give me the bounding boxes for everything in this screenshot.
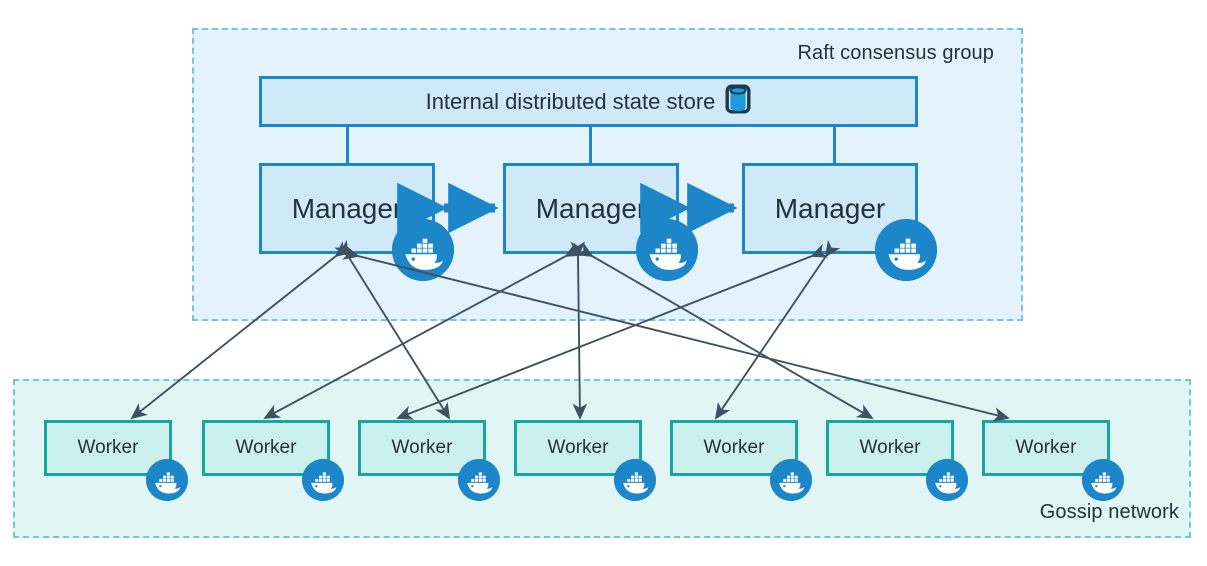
internal-state-store-box[interactable]: Internal distributed state store	[259, 76, 918, 127]
docker-whale-icon-worker-5	[770, 459, 812, 501]
docker-whale-icon-worker-4	[614, 459, 656, 501]
docker-whale-icon-worker-2	[302, 459, 344, 501]
docker-whale-icon-worker-6	[926, 459, 968, 501]
worker-label-2: Worker	[235, 437, 297, 458]
worker-label-5: Worker	[703, 437, 765, 458]
docker-whale-icon-worker-1	[146, 459, 188, 501]
worker-label-3: Worker	[391, 437, 453, 458]
docker-whale-icon-worker-7	[1082, 459, 1124, 501]
docker-whale-icon-manager-3	[875, 219, 937, 281]
worker-node-1[interactable]: Worker	[44, 420, 172, 476]
raft-consensus-group-label: Raft consensus group	[797, 42, 994, 64]
manager-label-1: Manager	[291, 192, 403, 224]
worker-label-7: Worker	[1015, 437, 1077, 458]
state-store-label: Internal distributed state store	[425, 88, 716, 114]
manager-label-2: Manager	[535, 192, 647, 224]
docker-whale-icon-manager-1	[392, 219, 454, 281]
worker-label-6: Worker	[859, 437, 921, 458]
worker-label-1: Worker	[77, 437, 139, 458]
connector-store-manager-3	[833, 127, 836, 165]
database-cylinder-icon	[725, 84, 751, 120]
worker-label-4: Worker	[547, 437, 609, 458]
connector-store-manager-1	[346, 127, 349, 165]
gossip-network-label: Gossip network	[1039, 501, 1179, 523]
docker-whale-icon-worker-3	[458, 459, 500, 501]
manager-label-3: Manager	[774, 192, 886, 224]
connector-store-manager-2	[589, 127, 592, 165]
docker-whale-icon-manager-2	[636, 219, 698, 281]
worker-node-2[interactable]: Worker	[202, 420, 330, 476]
